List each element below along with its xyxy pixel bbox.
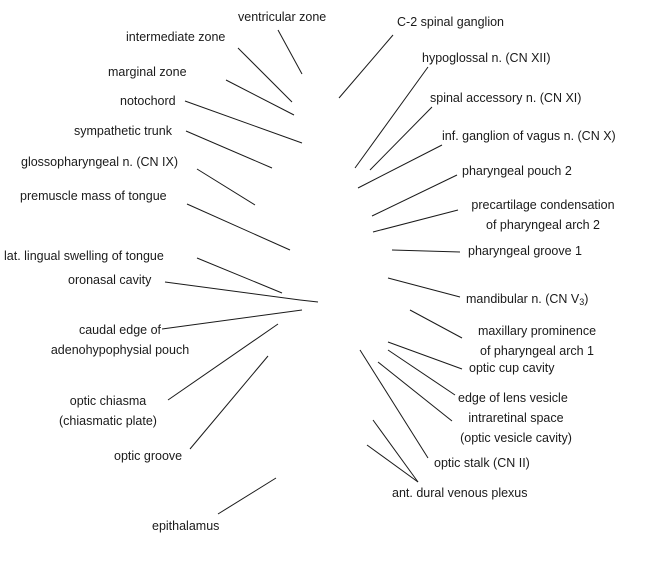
leader-hypoglossal [354,66,429,169]
label-optic-chiasma-line2: (chiasmatic plate) [59,414,157,428]
leader-inf-ganglion-vagus [357,144,443,189]
leader-intermediate-zone [237,47,293,103]
leader-spinal-accessory [369,106,433,171]
leader-notochord [184,100,303,144]
label-maxillary-line1: maxillary prominence [477,324,597,338]
label-hypoglossal-n: hypoglossal n. (CN XII) [422,51,551,65]
label-intraretinal-line1: intraretinal space [468,411,564,425]
label-mandibular-n-main: mandibular n. (CN V [466,292,580,306]
label-precartilage: precartilage condensation of pharyngeal … [458,195,628,235]
label-intraretinal-space: intraretinal space (optic vesicle cavity… [446,408,586,448]
leader-edge-lens-vesicle [387,349,456,396]
label-caudal-edge-line2: adenohypophysial pouch [50,343,190,357]
leader-pharyngeal-groove-1 [391,249,461,253]
leader-pharyngeal-pouch-2 [371,174,458,217]
label-inf-ganglion-vagus: inf. ganglion of vagus n. (CN X) [442,129,616,143]
label-optic-groove: optic groove [114,449,183,463]
label-mandibular-n: mandibular n. (CN V3) [466,289,588,312]
label-precartilage-line2: of pharyngeal arch 2 [486,218,600,232]
label-sympathetic-trunk: sympathetic trunk [74,124,172,138]
label-ant-dural-plexus: ant. dural venous plexus [392,486,528,500]
leader-mandibular-n [387,277,461,298]
label-notochord: notochord [120,94,176,108]
leader-sympathetic-trunk [185,130,273,169]
label-mandibular-n-close: ) [584,292,589,306]
leader-premuscle-mass [186,203,291,251]
label-marginal-zone: marginal zone [108,65,187,79]
label-intraretinal-line2: (optic vesicle cavity) [460,431,572,445]
label-oronasal-cavity: oronasal cavity [68,273,152,287]
label-mandibular-n-subscript: 3 [579,297,585,307]
leader-intraretinal-space [377,361,453,422]
label-pharyngeal-groove-1: pharyngeal groove 1 [468,244,582,258]
label-maxillary-prominence: maxillary prominence of pharyngeal arch … [462,321,612,361]
label-spinal-accessory-n: spinal accessory n. (CN XI) [430,91,582,105]
label-glossopharyngeal-n: glossopharyngeal n. (CN IX) [21,155,179,169]
label-caudal-edge-line1: caudal edge of [78,323,161,337]
label-edge-lens-vesicle: edge of lens vesicle [458,391,568,405]
leader-ant-dural-a [372,419,419,483]
label-pharyngeal-pouch-2: pharyngeal pouch 2 [462,164,572,178]
leader-ant-dural-b [366,444,419,483]
leader-c2-spinal-ganglion [338,34,394,99]
label-premuscle-mass: premuscle mass of tongue [20,189,167,203]
leader-oronasal-cavity-a [164,281,301,301]
label-optic-cup-cavity: optic cup cavity [469,361,555,375]
leader-lat-lingual-swelling [196,257,283,294]
label-precartilage-line1: precartilage condensation [471,198,615,212]
label-optic-chiasma: optic chiasma (chiasmatic plate) [40,391,176,431]
label-ventricular-zone: ventricular zone [238,10,327,24]
label-intermediate-zone: intermediate zone [126,30,226,44]
leader-optic-groove [189,355,269,450]
label-epithalamus: epithalamus [152,519,220,533]
leader-caudal-edge [161,309,303,330]
leader-maxillary-prominence [409,309,463,339]
leader-optic-cup-cavity [387,341,463,370]
label-caudal-edge: caudal edge of adenohypophysial pouch [38,320,202,360]
leader-optic-stalk [359,349,429,459]
label-lat-lingual-swelling: lat. lingual swelling of tongue [4,249,164,263]
leader-optic-chiasma [167,323,279,401]
label-optic-chiasma-line1: optic chiasma [69,394,147,408]
label-optic-stalk: optic stalk (CN II) [434,456,530,470]
leader-marginal-zone [225,79,295,116]
label-c2-spinal-ganglion: C-2 spinal ganglion [397,15,505,29]
leader-oronasal-cavity-b [299,299,319,303]
leader-epithalamus [217,477,277,515]
label-maxillary-line2: of pharyngeal arch 1 [480,344,594,358]
leader-glossopharyngeal [196,168,256,206]
leader-precartilage [372,209,459,233]
leader-ventricular-zone [277,29,303,75]
